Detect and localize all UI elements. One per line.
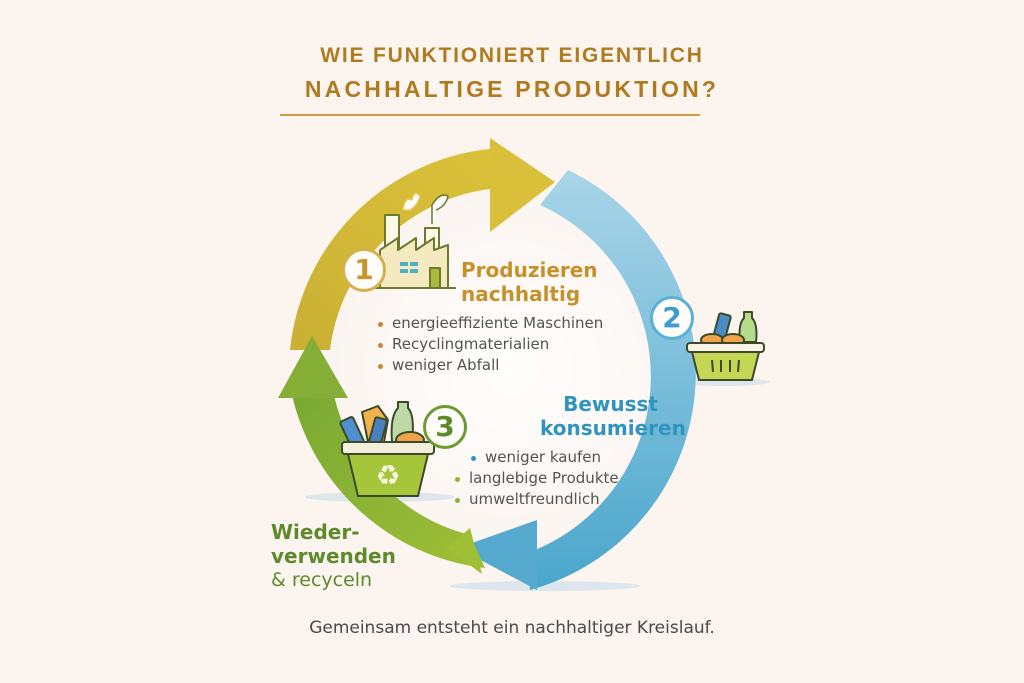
step-2-heading: Bewusst konsumieren <box>540 392 686 440</box>
step-3-heading: Wieder- verwenden & recyceln <box>271 520 396 592</box>
step-2-bullets: weniger kaufen langlebige Produkte umwel… <box>455 447 619 510</box>
step-1-heading-line-2: nachhaltig <box>461 282 581 306</box>
bullet-item: energieeffiziente Maschinen <box>378 313 603 334</box>
blue-arrow <box>458 170 696 590</box>
step-3-heading-line-2: verwenden <box>271 544 396 568</box>
step-1-bullets: energieeffiziente Maschinen Recyclingmat… <box>378 313 603 376</box>
bullet-item: umweltfreundlich <box>455 489 619 510</box>
step-1-heading-line-1: Produzieren <box>461 258 598 282</box>
shopping-basket-icon <box>686 311 765 381</box>
step-1-badge: 1 <box>342 248 386 292</box>
bullet-item: Recyclingmaterialien <box>378 334 603 355</box>
factory-icon <box>372 193 456 289</box>
bullet-item: weniger kaufen <box>471 447 635 468</box>
title-line-1: WIE FUNKTIONIERT EIGENTLICH <box>320 44 704 67</box>
step-3-heading-line-3: & recyceln <box>271 569 373 591</box>
bullet-item: langlebige Produkte <box>455 468 619 489</box>
bullet-item: weniger Abfall <box>378 355 603 376</box>
step-3-heading-line-1: Wieder- <box>271 520 360 544</box>
step-3-badge: 3 <box>423 405 467 449</box>
title-line-2: NACHHALTIGE PRODUKTION? <box>304 76 720 102</box>
step-2-heading-line-2: konsumieren <box>540 416 686 440</box>
step-2-badge: 2 <box>650 296 694 340</box>
recycling-bin-icon: ♻ <box>339 401 435 497</box>
footer-caption: Gemeinsam entsteht ein nachhaltiger Krei… <box>309 618 715 638</box>
title-divider <box>280 114 700 116</box>
step-2-heading-line-1: Bewusst <box>563 392 658 416</box>
svg-text:♻: ♻ <box>375 459 400 492</box>
step-1-heading: Produzieren nachhaltig <box>461 258 598 306</box>
green-arrow <box>278 336 485 574</box>
